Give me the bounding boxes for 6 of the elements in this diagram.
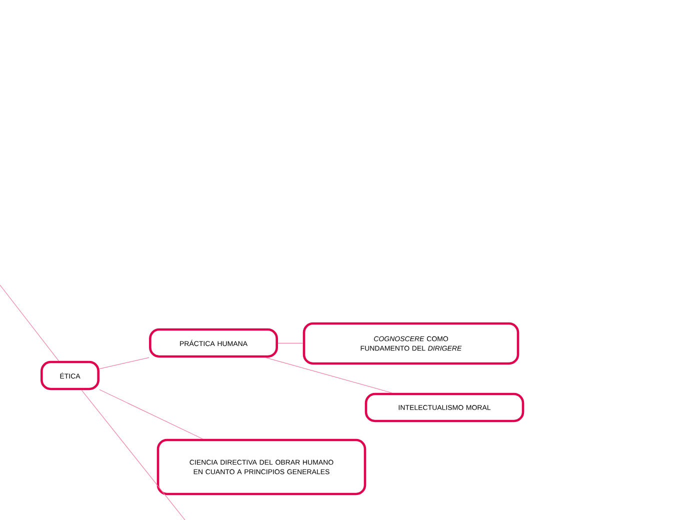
connector-line	[99, 357, 150, 370]
connector-line	[278, 342, 304, 344]
connector-line	[99, 389, 203, 440]
connector-line	[81, 390, 186, 520]
connector-line	[266, 357, 392, 394]
connector-line	[0, 284, 59, 362]
